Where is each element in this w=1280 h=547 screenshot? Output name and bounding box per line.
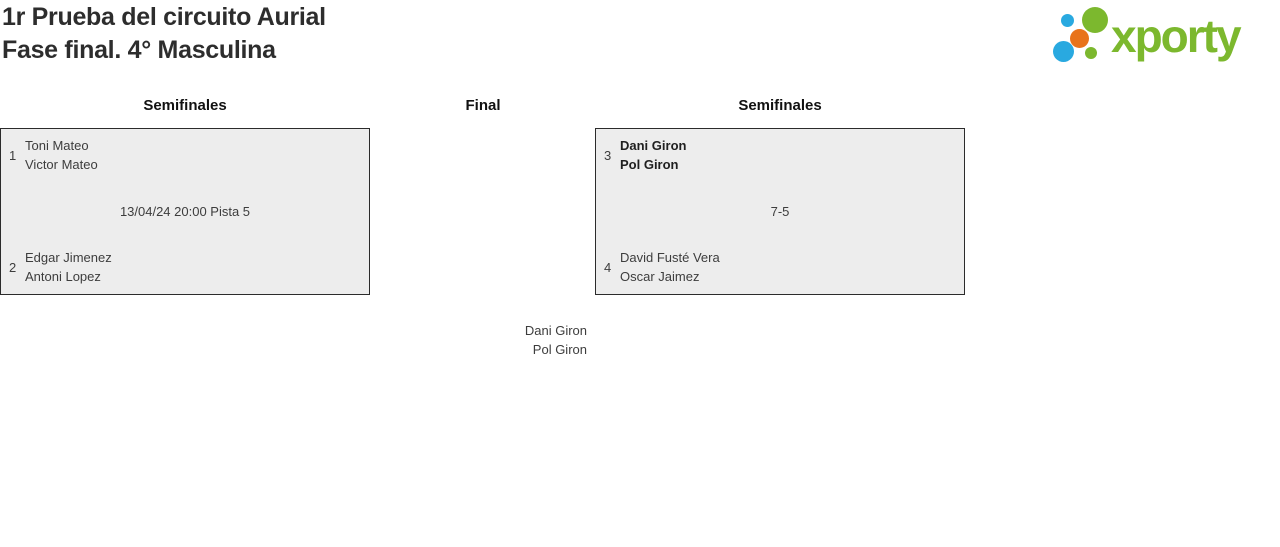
match-score: 7-5 [770,204,790,219]
seed-number: 3 [604,147,612,163]
player-name: Dani Giron [620,138,687,153]
player-name: Dani Giron [524,323,587,338]
player-name: Edgar Jimenez [25,250,112,265]
seed-number: 1 [9,147,17,163]
final-team-entry: Dani Giron Pol Giron [387,321,587,359]
team-players: Edgar Jimenez Antoni Lopez [25,248,112,286]
xporty-logo[interactable]: xporty [1048,4,1280,66]
logo-dot-icon [1085,47,1097,59]
player-name: Toni Mateo [25,138,89,153]
round-header-final: Final [465,97,501,114]
page-title: 1r Prueba del circuito Aurial Fase final… [2,1,326,67]
team-entry: 3 Dani Giron Pol Giron [596,129,964,182]
title-line-1: 1r Prueba del circuito Aurial [2,3,326,31]
round-header-semifinals-left: Semifinales [143,97,227,114]
round-header-semifinals-right: Semifinales [738,97,822,114]
player-name: Antoni Lopez [25,269,101,284]
team-entry: 2 Edgar Jimenez Antoni Lopez [1,241,369,294]
team-players: David Fusté Vera Oscar Jaimez [620,248,720,286]
team-entry: 1 Toni Mateo Victor Mateo [1,129,369,182]
player-name: Victor Mateo [25,157,98,172]
match-box-semifinal-1: 1 Toni Mateo Victor Mateo 13/04/24 20:00… [0,128,370,295]
player-name: Oscar Jaimez [620,269,700,284]
team-entry: 4 David Fusté Vera Oscar Jaimez [596,241,964,294]
logo-dot-icon [1061,14,1074,27]
seed-number: 2 [9,259,17,275]
match-schedule: 13/04/24 20:00 Pista 5 [119,204,251,219]
logo-wordmark: xporty [1111,10,1242,62]
logo-dot-icon [1070,29,1089,48]
logo-dot-icon [1053,41,1074,62]
team-players: Dani Giron Pol Giron [620,136,686,174]
player-name: Pol Giron [532,342,587,357]
title-line-2: Fase final. 4° Masculina [2,36,276,64]
player-name: Pol Giron [620,157,679,172]
seed-number: 4 [604,259,612,275]
player-name: David Fusté Vera [620,250,720,265]
team-players: Toni Mateo Victor Mateo [25,136,98,174]
logo-dot-icon [1082,7,1108,33]
match-box-semifinal-2: 3 Dani Giron Pol Giron 7-5 4 David Fusté… [595,128,965,295]
